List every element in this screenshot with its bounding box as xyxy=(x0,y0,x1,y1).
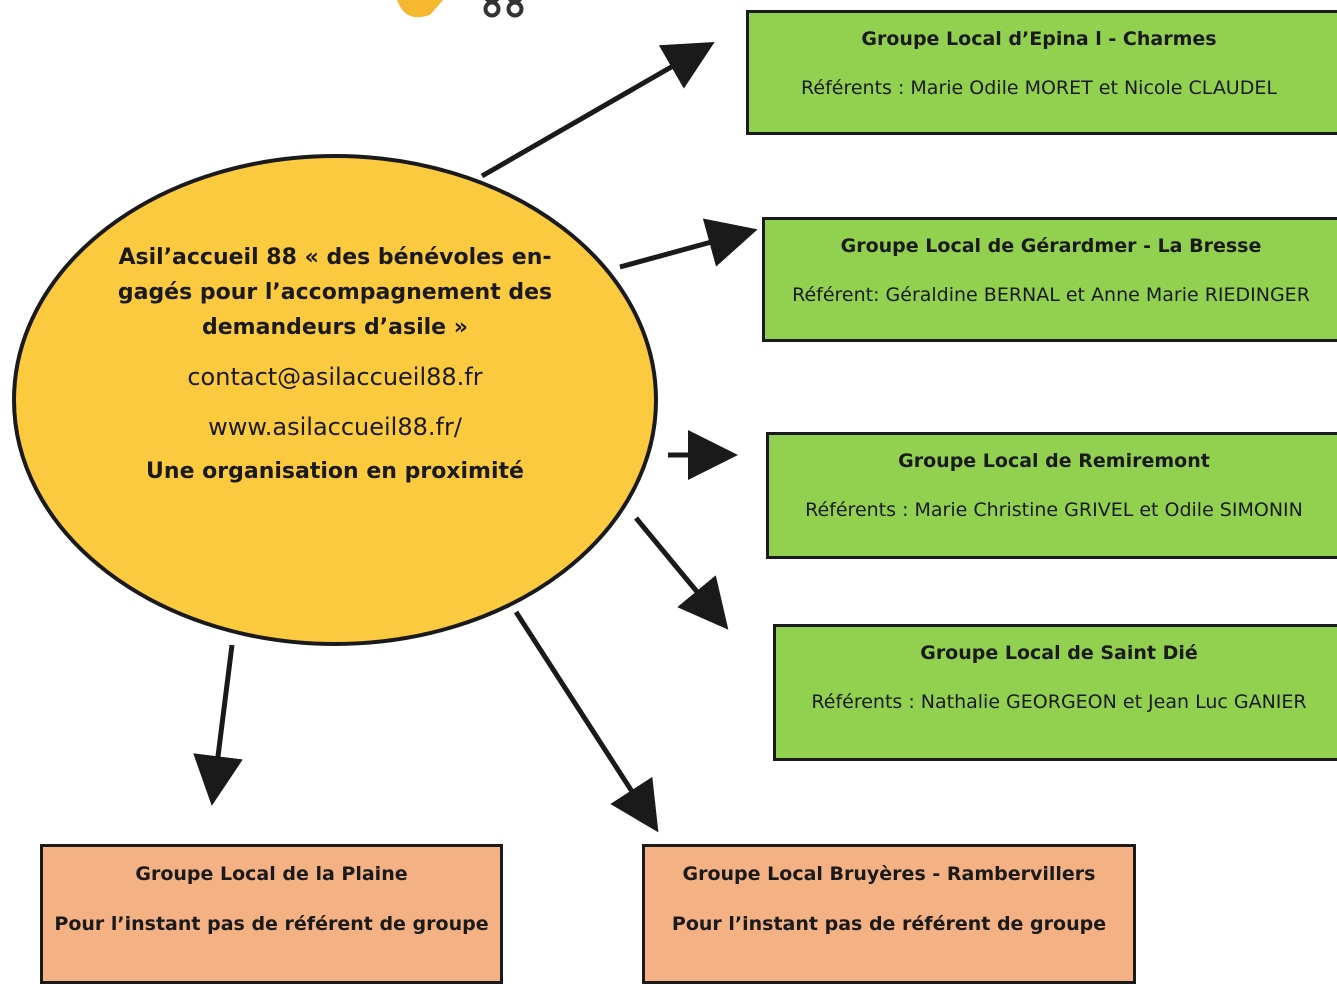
group-referents: Pour l’instant pas de référent de groupe xyxy=(671,913,1107,935)
group-title: Groupe Local Bruyères - Rambervillers xyxy=(682,863,1096,885)
center-title-line-2: gagés pour l’accompagnement des xyxy=(117,280,553,305)
arrow-to-gerardmer xyxy=(619,218,758,270)
group-referents: Référents : Nathalie GEORGEON et Jean Lu… xyxy=(811,691,1307,713)
group-box-gerardmer: Groupe Local de Gérardmer - La Bresse Ré… xyxy=(762,217,1337,342)
logo-fragment xyxy=(397,0,524,18)
group-box-epinal: Groupe Local d’Epina l - Charmes Référen… xyxy=(746,10,1337,135)
arrow-to-bruyeres xyxy=(513,610,659,833)
group-box-plaine: Groupe Local de la Plaine Pour l’instant… xyxy=(40,844,503,984)
center-title-line-3: demandeurs d’asile » xyxy=(202,315,468,340)
group-title: Groupe Local de Saint Dié xyxy=(920,642,1198,664)
group-title: Groupe Local de Gérardmer - La Bresse xyxy=(840,235,1262,257)
center-ellipse xyxy=(12,154,658,646)
group-title: Groupe Local de Remiremont xyxy=(898,450,1210,472)
group-box-remiremont: Groupe Local de Remiremont Référents : M… xyxy=(766,432,1337,559)
arrow-to-saint-die xyxy=(634,516,729,630)
group-title: Groupe Local de la Plaine xyxy=(135,863,408,885)
group-title: Groupe Local d’Epina l - Charmes xyxy=(861,28,1217,50)
arrow-to-epinal xyxy=(480,42,715,179)
center-email: contact@asilaccueil88.fr xyxy=(187,363,483,391)
group-box-bruyeres: Groupe Local Bruyères - Rambervillers Po… xyxy=(642,844,1136,984)
group-referents: Référent: Géraldine BERNAL et Anne Marie… xyxy=(792,284,1310,306)
arrow-to-plaine xyxy=(193,644,243,806)
center-description: Asil’accueil 88 « des bénévoles en- gagé… xyxy=(95,240,575,484)
center-title-line-1: Asil’accueil 88 « des bénévoles en- xyxy=(118,245,552,270)
center-tagline: Une organisation en proximité xyxy=(146,459,524,484)
group-box-saint-die: Groupe Local de Saint Dié Référents : Na… xyxy=(773,624,1337,761)
group-referents: Référents : Marie Odile MORET et Nicole … xyxy=(801,77,1277,99)
group-referents: Référents : Marie Christine GRIVEL et Od… xyxy=(805,499,1303,521)
center-website: www.asilaccueil88.fr/ xyxy=(208,413,462,441)
group-referents: Pour l’instant pas de référent de groupe xyxy=(54,913,489,935)
